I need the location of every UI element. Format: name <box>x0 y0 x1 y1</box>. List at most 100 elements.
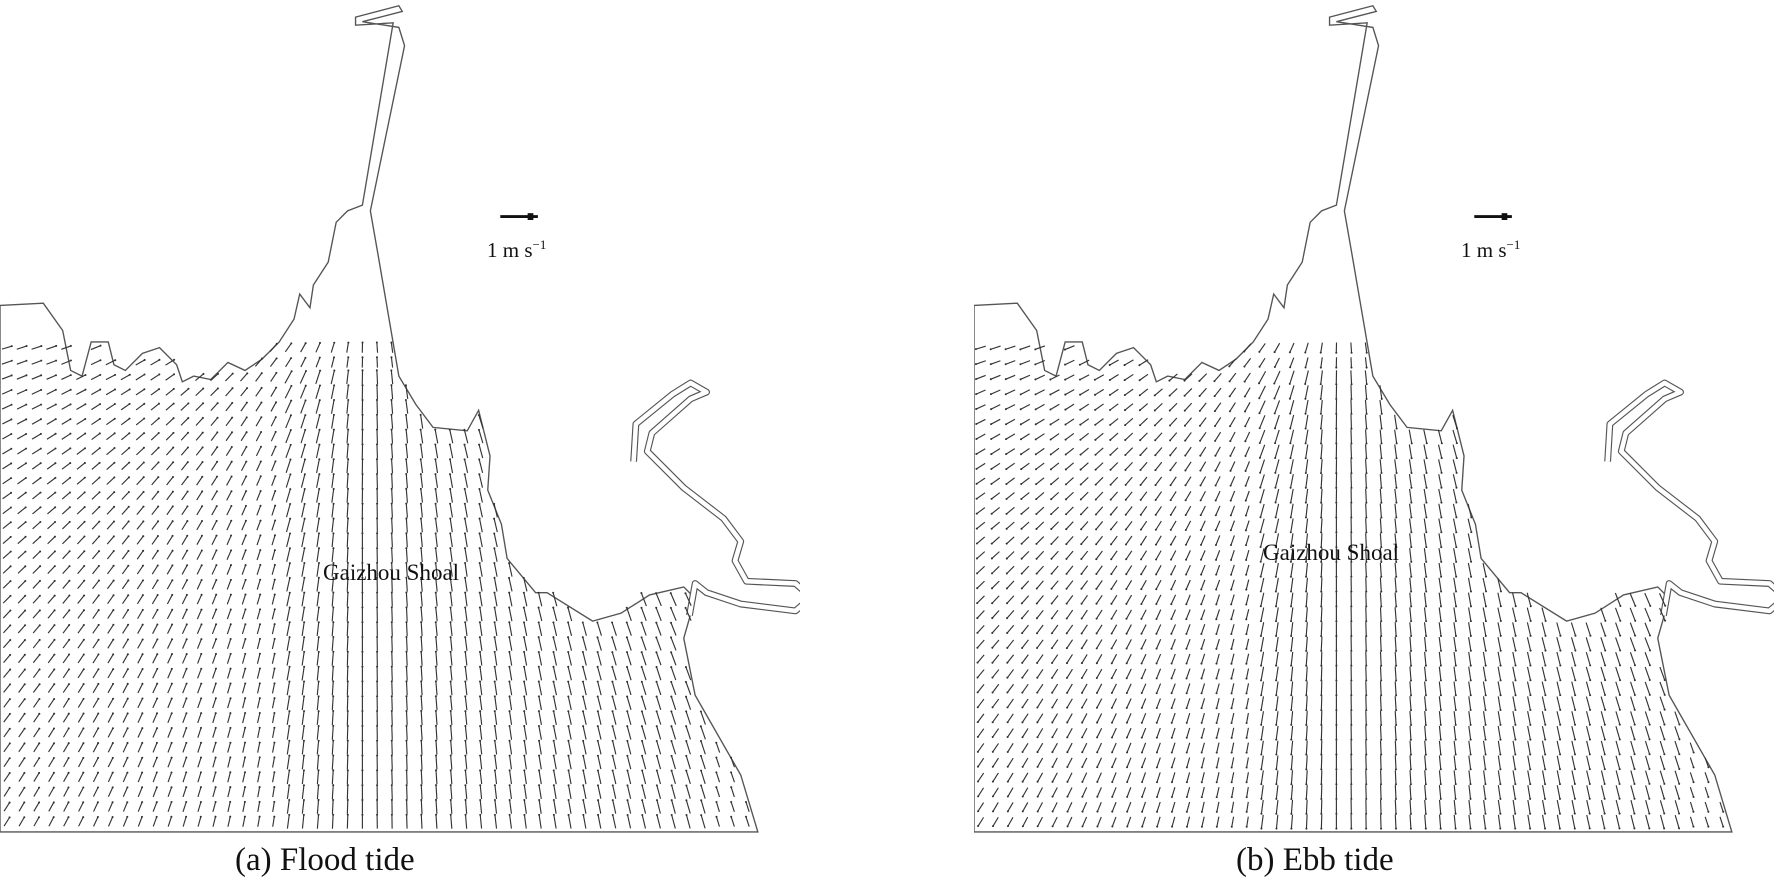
vector-arrowhead <box>1320 560 1323 564</box>
velocity-vector <box>136 447 145 456</box>
velocity-vector <box>538 799 542 814</box>
vector-arrowhead <box>67 771 70 774</box>
velocity-vector <box>435 681 438 696</box>
velocity-vector <box>1527 725 1531 740</box>
velocity-vector <box>405 740 408 755</box>
vector-arrowhead <box>214 667 217 670</box>
velocity-vector <box>538 740 542 755</box>
vector-arrowhead <box>1168 424 1172 427</box>
velocity-vector <box>1006 551 1015 559</box>
velocity-vector <box>32 610 41 619</box>
velocity-vector <box>420 429 424 444</box>
vector-arrowhead <box>581 636 584 639</box>
velocity-vector <box>1556 785 1561 800</box>
velocity-vector <box>1305 799 1308 814</box>
vector-arrowhead <box>581 621 584 624</box>
vector-arrowhead <box>170 800 173 804</box>
vector-arrowhead <box>1350 709 1353 712</box>
vector-arrowhead <box>111 801 114 804</box>
velocity-vector <box>1 345 12 350</box>
velocity-vector <box>523 666 528 681</box>
velocity-vector <box>1035 374 1046 380</box>
velocity-vector <box>1453 592 1457 607</box>
vector-arrowhead <box>405 769 408 772</box>
velocity-vector <box>121 521 130 530</box>
vector-arrowhead <box>1034 453 1037 456</box>
vector-arrowhead <box>186 505 189 508</box>
velocity-vector <box>1467 562 1472 577</box>
vector-arrowhead <box>1110 677 1113 680</box>
vector-arrowhead <box>1275 664 1278 667</box>
vector-arrowhead <box>157 520 160 523</box>
vector-arrowhead <box>975 557 978 560</box>
velocity-vector <box>494 607 498 622</box>
vector-arrowhead <box>1111 810 1114 813</box>
vector-arrowhead <box>273 667 276 670</box>
velocity-vector <box>166 506 174 516</box>
velocity-vector <box>405 607 408 622</box>
velocity-vector <box>1379 473 1382 488</box>
vector-arrowhead <box>1079 438 1082 441</box>
vector-arrowhead <box>611 813 614 817</box>
vector-arrowhead <box>1139 439 1142 442</box>
vector-arrowhead <box>302 799 305 802</box>
velocity-vector <box>1066 654 1073 664</box>
vector-arrowhead <box>405 517 408 520</box>
vector-arrowhead <box>552 665 555 668</box>
velocity-vector <box>1468 770 1472 785</box>
velocity-vector <box>272 772 275 783</box>
velocity-vector <box>122 713 129 723</box>
velocity-vector <box>1379 696 1382 711</box>
velocity-vector <box>1424 681 1427 696</box>
velocity-vector <box>106 491 115 500</box>
vector-arrowhead <box>478 621 481 624</box>
velocity-vector <box>464 770 468 785</box>
vector-arrowhead <box>1604 649 1607 652</box>
velocity-vector <box>32 565 41 574</box>
vector-arrowhead <box>1051 810 1054 813</box>
velocity-vector <box>464 459 469 474</box>
velocity-vector <box>434 503 438 518</box>
velocity-vector <box>1275 503 1280 518</box>
velocity-vector <box>641 681 647 696</box>
vector-arrowhead <box>303 488 306 491</box>
velocity-vector <box>1571 770 1576 785</box>
vector-arrowhead <box>434 576 437 579</box>
velocity-vector <box>479 651 483 666</box>
velocity-vector <box>1556 755 1561 770</box>
velocity-vector <box>493 533 498 548</box>
velocity-vector <box>181 550 188 560</box>
vector-arrowhead <box>317 695 320 698</box>
velocity-vector <box>494 785 498 799</box>
vector-arrowhead <box>390 680 393 683</box>
velocity-vector <box>136 521 144 530</box>
vector-arrowhead <box>1245 677 1248 680</box>
vector-arrowhead <box>1320 738 1323 741</box>
vector-arrowhead <box>332 443 335 446</box>
velocity-vector <box>671 814 676 829</box>
velocity-vector <box>1659 770 1665 785</box>
velocity-vector <box>991 536 1000 545</box>
vector-arrowhead <box>82 668 85 671</box>
vector-arrowhead <box>156 608 159 611</box>
velocity-vector <box>1007 757 1014 768</box>
vector-arrowhead <box>1154 528 1157 531</box>
vector-arrowhead <box>1124 498 1127 501</box>
velocity-vector <box>47 609 56 619</box>
vector-arrowhead <box>67 816 70 819</box>
vector-arrowhead <box>1469 679 1472 682</box>
velocity-vector <box>390 357 394 368</box>
velocity-vector <box>684 592 692 606</box>
vector-arrowhead <box>1215 618 1218 621</box>
vector-arrowhead <box>1618 797 1621 800</box>
velocity-vector <box>1453 755 1457 770</box>
velocity-vector <box>1260 711 1265 725</box>
velocity-vector <box>31 404 42 410</box>
vector-arrowhead <box>157 476 160 479</box>
vector-arrowhead <box>390 710 393 713</box>
vector-arrowhead <box>744 815 748 818</box>
vector-arrowhead <box>361 561 364 564</box>
velocity-vector <box>285 503 291 518</box>
vector-arrowhead <box>478 458 481 461</box>
vector-arrowhead <box>464 636 467 639</box>
